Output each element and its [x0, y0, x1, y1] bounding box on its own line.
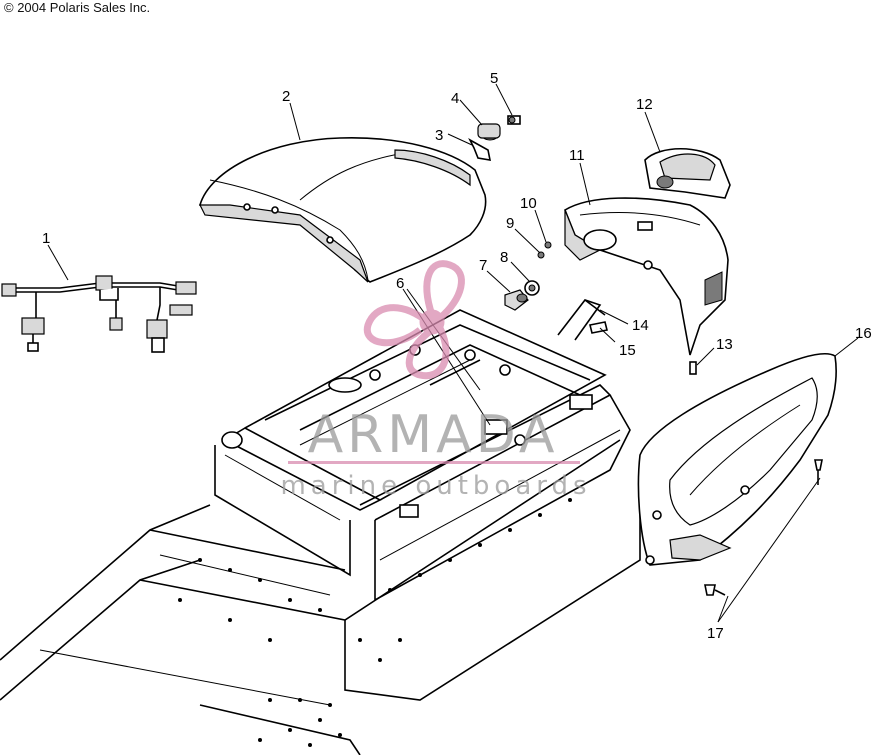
- bracket: [557, 299, 608, 341]
- watermark-title: ARMADA: [308, 405, 559, 465]
- callout-10: 10: [520, 195, 537, 212]
- callout-17: 17: [707, 625, 724, 642]
- callout-11: 11: [569, 147, 585, 164]
- taillight: [644, 147, 731, 199]
- callout-8: 8: [500, 249, 508, 266]
- callout-4: 4: [451, 90, 459, 107]
- callout-numbers: 1 2 3 4 5 6 7 8 9 10 11 12 13 14 15 16 1…: [42, 70, 872, 642]
- chassis-tunnel: [0, 309, 641, 755]
- callout-1: 1: [42, 230, 50, 247]
- callout-5: 5: [490, 70, 498, 87]
- callout-6: 6: [396, 275, 404, 292]
- screw: [689, 361, 697, 375]
- callout-16: 16: [855, 325, 872, 342]
- callout-14: 14: [632, 317, 649, 334]
- callout-3: 3: [435, 127, 443, 144]
- rivets: [704, 459, 823, 596]
- callout-2: 2: [282, 88, 290, 105]
- callout-12: 12: [636, 96, 653, 113]
- rear-cowl: [564, 197, 729, 356]
- copyright-notice: © 2004 Polaris Sales Inc.: [4, 0, 151, 15]
- propeller-logo: [363, 260, 465, 380]
- watermark: ARMADA marine outboards: [280, 260, 591, 501]
- watermark-rule: [288, 461, 580, 464]
- wiring-harness: [1, 275, 197, 353]
- callout-7: 7: [479, 257, 487, 274]
- hardware-small: [504, 241, 552, 311]
- callout-15: 15: [619, 342, 636, 359]
- watermark-subtitle: marine outboards: [280, 471, 591, 501]
- side-panel: [637, 353, 837, 566]
- callout-13: 13: [716, 336, 733, 353]
- seat: [198, 137, 487, 283]
- callout-9: 9: [506, 215, 514, 232]
- seat-latch: [468, 115, 521, 161]
